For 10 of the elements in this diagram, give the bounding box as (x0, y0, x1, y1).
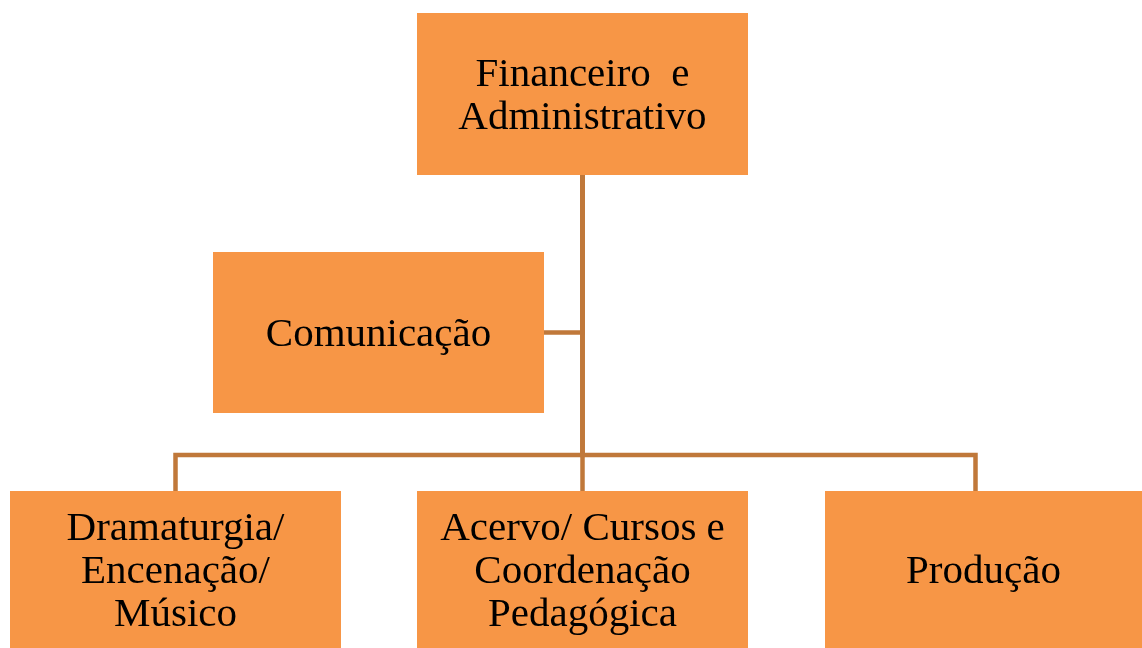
org-box (417, 491, 748, 648)
org-box (213, 252, 544, 413)
box-label: Acervo/ Cursos e Coordenação Pedagógica (439, 504, 726, 635)
org-box (10, 491, 341, 648)
org-box (825, 491, 1142, 648)
box-label: Financeiro e Administrativo (457, 50, 708, 138)
box-label: Dramaturgia/ Encenação/ Músico (65, 504, 286, 635)
org-box (417, 13, 748, 175)
box-label: Comunicação (265, 310, 492, 354)
box-label: Produção (906, 547, 1061, 591)
